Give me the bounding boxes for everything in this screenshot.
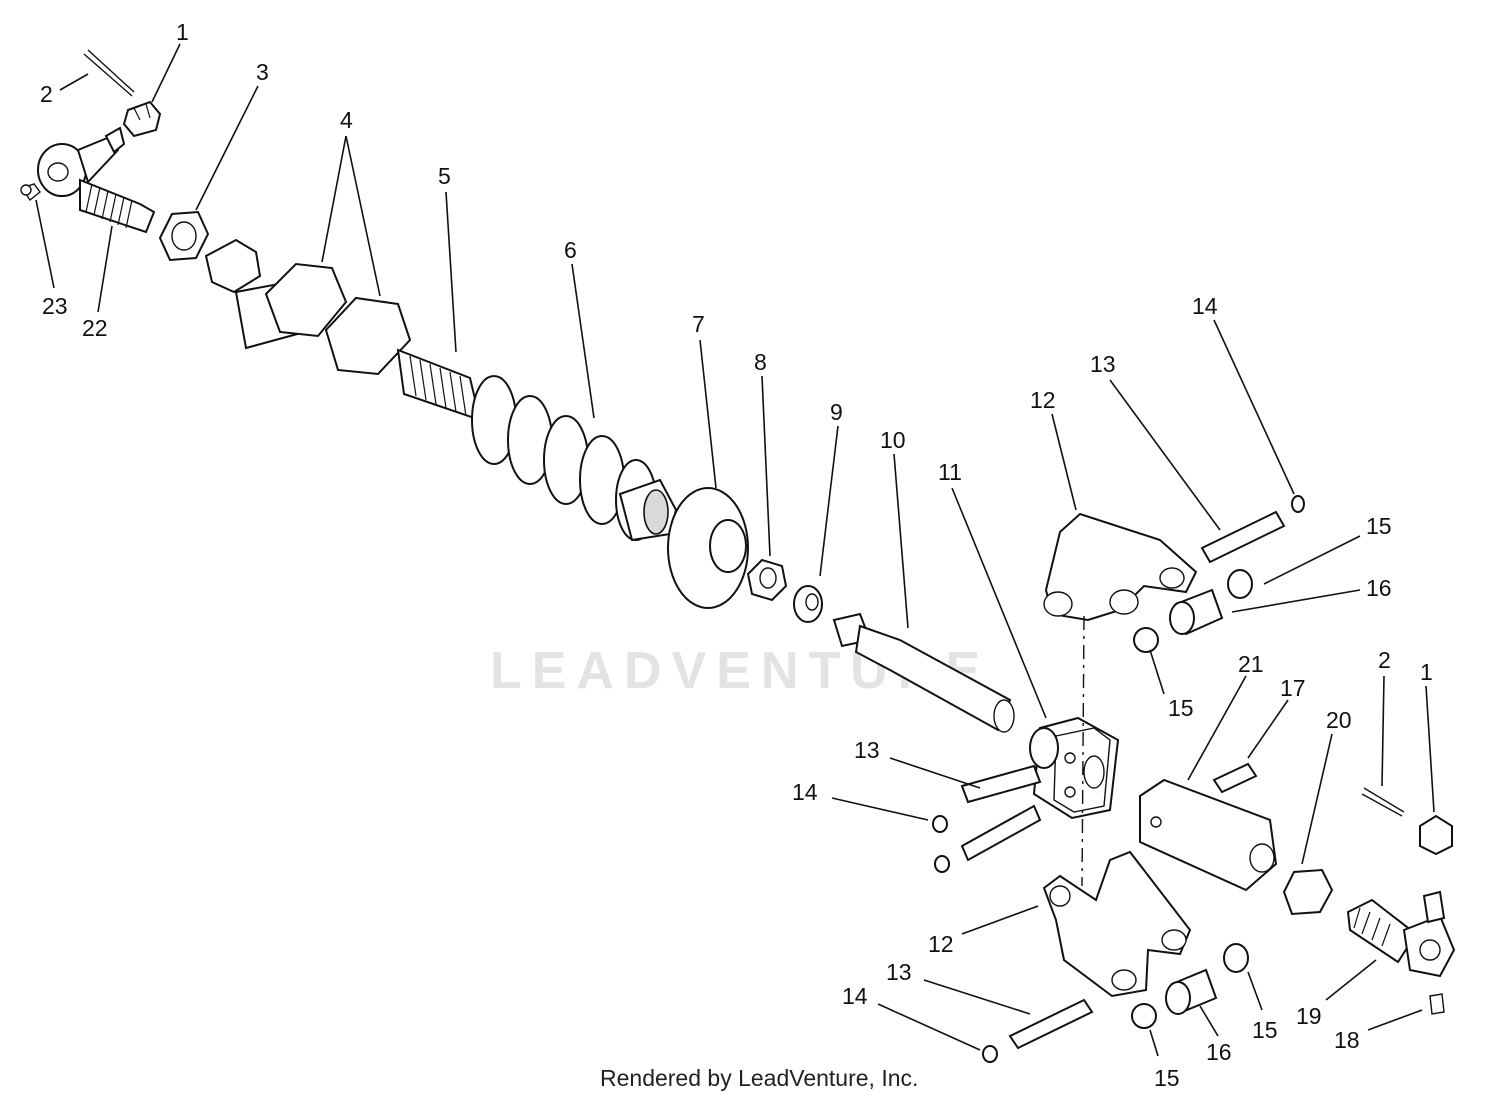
callout-21: 21 xyxy=(1238,651,1264,677)
upper-bracket xyxy=(1043,512,1198,622)
coil-spring xyxy=(471,375,678,542)
tie-rod-end-left xyxy=(37,126,156,234)
callout-12-bottom: 12 xyxy=(928,931,954,957)
callout-4: 4 xyxy=(340,107,353,133)
callout-18: 18 xyxy=(1334,1027,1360,1053)
callout-20: 20 xyxy=(1326,707,1352,733)
bushings-upper-right xyxy=(1133,569,1253,653)
callout-11: 11 xyxy=(938,459,962,485)
cotter-pin-right xyxy=(1361,787,1405,817)
e-clip-upper-right xyxy=(1291,495,1305,513)
small-washer xyxy=(793,585,823,623)
callout-16-bottom: 16 xyxy=(1206,1039,1232,1065)
grease-fitting-right xyxy=(1429,993,1445,1015)
callout-6: 6 xyxy=(564,237,577,263)
small-nut xyxy=(746,558,788,602)
clevis-block xyxy=(1139,778,1278,892)
callout-5: 5 xyxy=(438,163,451,189)
pin-upper-right xyxy=(1200,510,1286,564)
nut-right xyxy=(1282,868,1334,916)
stud-shaft xyxy=(832,612,1015,733)
pin-bottom xyxy=(1008,998,1094,1050)
leader-lines xyxy=(35,43,1435,1057)
callout-13-bottom: 13 xyxy=(886,959,912,985)
callout-23: 23 xyxy=(42,293,68,319)
castle-nut-top xyxy=(122,100,162,138)
callout-14-bottom: 14 xyxy=(842,983,868,1009)
centerline-vertical xyxy=(1081,615,1085,887)
callout-2-right: 2 xyxy=(1378,647,1391,673)
e-clip-bottom xyxy=(982,1045,998,1063)
bushings-bottom xyxy=(1131,943,1249,1029)
callout-15-bottom-right: 15 xyxy=(1252,1017,1278,1043)
cotter-pin-top xyxy=(83,49,135,97)
callout-10: 10 xyxy=(880,427,906,453)
callout-7: 7 xyxy=(692,311,705,337)
e-clips-middle-left xyxy=(932,815,950,873)
callout-13-top: 13 xyxy=(1090,351,1116,377)
grease-fitting-left xyxy=(20,183,41,202)
roll-pin xyxy=(1212,762,1258,794)
callout-12-top: 12 xyxy=(1030,387,1056,413)
callout-17: 17 xyxy=(1280,675,1306,701)
callout-19: 19 xyxy=(1296,1003,1322,1029)
callout-13-mid: 13 xyxy=(854,737,880,763)
callout-14-mid: 14 xyxy=(792,779,818,805)
callout-1-right: 1 xyxy=(1420,659,1433,685)
threaded-shaft xyxy=(204,238,482,422)
tie-rod-end-right xyxy=(1346,890,1456,978)
callout-14-top: 14 xyxy=(1192,293,1218,319)
callout-16-top: 16 xyxy=(1366,575,1392,601)
castle-nut-right xyxy=(1419,814,1453,856)
lower-bracket xyxy=(1042,850,1192,998)
callout-labels: 1 2 3 4 5 6 7 8 9 10 11 12 13 14 15 16 1… xyxy=(40,19,1433,1091)
callout-15-mid: 15 xyxy=(1168,695,1194,721)
pivot-block xyxy=(1029,716,1120,820)
jam-nut xyxy=(158,210,210,262)
callout-3: 3 xyxy=(256,59,269,85)
pins-middle-left xyxy=(960,764,1042,862)
large-washer xyxy=(667,487,749,609)
callout-15-top: 15 xyxy=(1366,513,1392,539)
rendered-by-footer: Rendered by LeadVenture, Inc. xyxy=(600,1065,918,1091)
callout-1-top: 1 xyxy=(176,19,189,45)
callout-2-top: 2 xyxy=(40,81,53,107)
callout-9: 9 xyxy=(830,399,843,425)
callout-22: 22 xyxy=(82,315,108,341)
callout-15-bottom-left: 15 xyxy=(1154,1065,1180,1091)
callout-8: 8 xyxy=(754,349,767,375)
